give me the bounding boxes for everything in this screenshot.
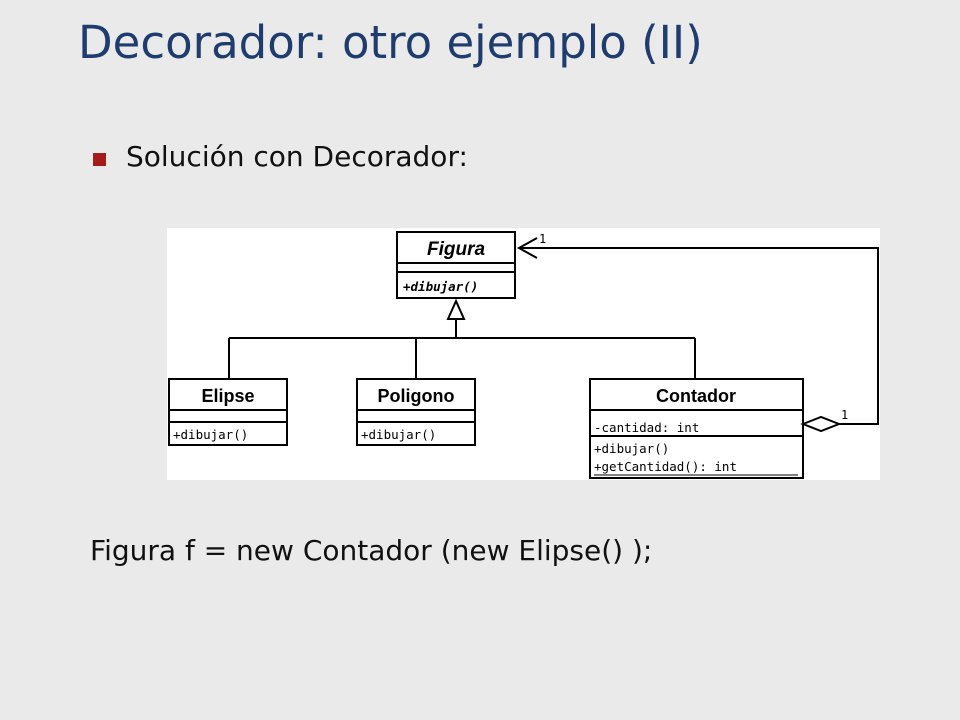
class-elipse-method: +dibujar() [173, 427, 248, 442]
uml-diagram-canvas: Figura +dibujar() Elipse +dibujar() Poli… [168, 231, 879, 479]
class-contador-method-2: +getCantidad(): int [594, 459, 737, 474]
class-figura-method: +dibujar() [403, 279, 478, 294]
code-example: Figura f = new Contador (new Elipse() ); [90, 534, 653, 567]
class-poligono-method: +dibujar() [361, 427, 436, 442]
bullet-text: Solución con Decorador: [126, 140, 468, 173]
aggregation-diamond-icon [800, 415, 842, 433]
class-poligono-name: Poligono [378, 386, 455, 406]
class-contador-box [589, 378, 804, 479]
class-poligono: Poligono +dibujar() [356, 378, 476, 446]
class-contador-name: Contador [656, 386, 736, 406]
multiplicity-figura: 1 [539, 232, 546, 246]
inheritance-tree [228, 298, 696, 379]
association-arrowhead-icon [516, 237, 538, 259]
generalization-arrow-icon [446, 298, 466, 320]
aggregation-association [516, 237, 879, 433]
class-contador-method-1: +dibujar() [594, 441, 669, 456]
multiplicity-contador: 1 [841, 408, 848, 422]
class-elipse: Elipse +dibujar() [168, 378, 288, 446]
class-figura-box [396, 231, 516, 299]
class-elipse-box [168, 378, 288, 446]
slide-title: Decorador: otro ejemplo (II) [78, 16, 703, 69]
square-bullet-icon [93, 153, 106, 166]
class-poligono-box [356, 378, 476, 446]
class-contador-attribute: -cantidad: int [594, 420, 699, 435]
aggregation-line [519, 247, 879, 425]
class-figura: Figura +dibujar() [396, 231, 516, 299]
class-elipse-name: Elipse [201, 386, 254, 406]
class-figura-name: Figura [427, 239, 485, 260]
class-contador: Contador -cantidad: int +dibujar() +getC… [589, 378, 804, 479]
uml-class-diagram: Figura +dibujar() Elipse +dibujar() Poli… [167, 228, 880, 480]
